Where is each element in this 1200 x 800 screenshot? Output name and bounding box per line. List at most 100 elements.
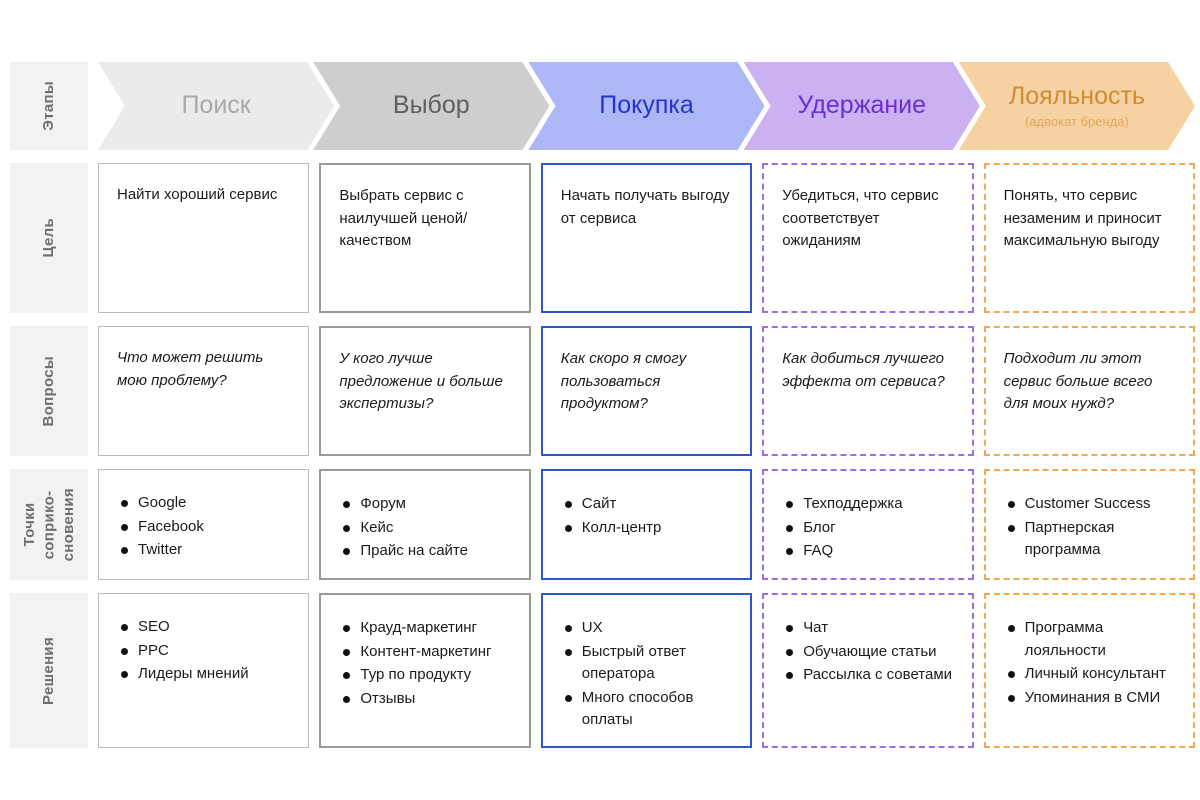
stage-label-retention: Удержание xyxy=(797,91,927,120)
list-item: Партнерская программа xyxy=(1007,517,1177,562)
stage-label-loyalty: Лояльность xyxy=(1008,82,1145,111)
stage-arrow-search: Поиск xyxy=(98,62,334,150)
bullet-icon xyxy=(343,625,351,632)
row-label-questions-text: Вопросы xyxy=(40,355,58,427)
goal-cell-loyalty: Понять, что сервис незаменим и приносит … xyxy=(983,163,1195,313)
bullet-icon xyxy=(343,501,351,508)
list-item-text: Колл-центр xyxy=(581,518,662,536)
list-item: Facebook xyxy=(121,516,292,539)
stage-sublabel-loyalty: (адвокат бренда) xyxy=(1024,113,1129,129)
list-item: Google xyxy=(121,492,292,515)
row-label-touchpoints: Точки соприко- сновения xyxy=(10,469,88,580)
stage-arrow-choice: Выбор xyxy=(313,62,549,150)
list-item-text: Facebook xyxy=(138,517,204,535)
bullet-icon xyxy=(121,647,128,655)
list-item-text: Чат xyxy=(803,619,829,636)
row-label-goal: Цель xyxy=(10,163,88,313)
list-item-text: Twitter xyxy=(138,541,183,558)
list-item-text: Партнерская программа xyxy=(1024,518,1115,559)
list-item-text: Google xyxy=(138,494,187,511)
list-item-text: Быстрый ответ оператора xyxy=(581,642,686,683)
bullet-icon xyxy=(1007,694,1015,702)
stage-label-search: Поиск xyxy=(181,91,251,120)
list-item-text: Отзывы xyxy=(360,689,416,707)
stage-label-choice: Выбор xyxy=(392,91,470,120)
list-item-text: UX xyxy=(581,619,603,636)
list-item-text: Обучающие статьи xyxy=(803,642,937,660)
questions-cell-loyalty: Подходит ли этот сервис больше всего для… xyxy=(983,326,1195,456)
solutions-list-purchase: UX Быстрый ответ оператора Много способо… xyxy=(561,615,734,732)
list-item: Быстрый ответ оператора xyxy=(564,641,734,686)
list-item-text: FAQ xyxy=(803,542,834,559)
bullet-icon xyxy=(121,500,128,507)
bullet-icon xyxy=(343,695,351,703)
list-item-text: Форум xyxy=(360,495,406,512)
solutions-cell-purchase: UX Быстрый ответ оператора Много способо… xyxy=(540,593,753,748)
list-item: Сайт xyxy=(564,493,734,516)
row-label-solutions-text: Решения xyxy=(40,636,58,705)
bullet-icon xyxy=(343,524,351,532)
bullet-icon xyxy=(1007,671,1015,678)
touchpoints-list-retention: Техподдержка Блог FAQ xyxy=(782,491,955,563)
list-item: Контент-маркетинг xyxy=(343,641,512,664)
list-item: Twitter xyxy=(121,539,292,562)
bullet-icon xyxy=(121,523,128,531)
stage-arrow-loyalty: Лояльность (адвокат бренда) xyxy=(959,62,1195,150)
bullet-icon xyxy=(786,524,794,532)
list-item: Кейс xyxy=(343,517,512,540)
list-item: Упоминания в СМИ xyxy=(1007,687,1177,710)
row-label-stages-text: Этапы xyxy=(40,81,58,131)
list-item-text: Customer Success xyxy=(1024,495,1151,512)
stage-label-purchase: Покупка xyxy=(599,91,694,120)
questions-cell-retention: Как добиться лучшего эффекта от сервиса? xyxy=(762,326,974,456)
touchpoints-list-search: Google Facebook Twitter xyxy=(117,490,292,562)
solutions-cell-search: SEO PPC Лидеры мнений xyxy=(98,593,310,748)
list-item-text: Прайс на сайте xyxy=(360,542,468,559)
touchpoints-cell-loyalty: Customer Success Партнерская программа xyxy=(983,469,1195,580)
solutions-list-choice: Крауд-маркетинг Контент-маркетинг Тур по… xyxy=(339,615,512,710)
list-item: Обучающие статьи xyxy=(786,641,955,664)
list-item: Колл-центр xyxy=(564,517,734,540)
bullet-icon xyxy=(121,547,128,554)
list-item-text: Лидеры мнений xyxy=(138,665,249,682)
row-label-touchpoints-text: Точки соприко- сновения xyxy=(20,487,77,562)
list-item: Крауд-маркетинг xyxy=(343,617,512,640)
touchpoints-cell-search: Google Facebook Twitter xyxy=(98,469,310,580)
solutions-list-search: SEO PPC Лидеры мнений xyxy=(117,614,292,686)
bullet-icon xyxy=(786,501,794,508)
bullet-icon xyxy=(343,672,351,679)
list-item-text: Сайт xyxy=(581,495,617,512)
goal-cell-retention: Убедиться, что сервис соответствует ожид… xyxy=(762,163,974,313)
solutions-cell-loyalty: Программа лояльности Личный консультант … xyxy=(983,593,1195,748)
list-item: Customer Success xyxy=(1007,493,1177,516)
list-item-text: Программа лояльности xyxy=(1024,619,1106,659)
list-item-text: Контент-маркетинг xyxy=(360,642,492,660)
list-item-text: Кейс xyxy=(360,518,394,536)
bullet-icon xyxy=(786,548,794,555)
goal-cell-purchase: Начать получать выгоду от сервиса xyxy=(540,163,753,313)
list-item: Отзывы xyxy=(343,688,512,711)
list-item: Техподдержка xyxy=(786,493,955,516)
solutions-cell-choice: Крауд-маркетинг Контент-маркетинг Тур по… xyxy=(319,593,531,748)
questions-cell-purchase: Как скоро я смогу пользоваться продуктом… xyxy=(540,326,753,456)
list-item-text: PPC xyxy=(138,641,169,659)
list-item-text: Упоминания в СМИ xyxy=(1024,688,1161,706)
bullet-icon xyxy=(343,648,351,656)
touchpoints-cell-purchase: Сайт Колл-центр xyxy=(540,469,753,580)
bullet-icon xyxy=(121,624,128,631)
list-item: Форум xyxy=(343,493,512,516)
list-item: UX xyxy=(564,617,734,640)
stage-arrows: Поиск Выбор Покупка Удержание Лояльность… xyxy=(98,62,1195,150)
bullet-icon xyxy=(1007,524,1015,532)
bullet-icon xyxy=(564,648,572,656)
list-item-text: Личный консультант xyxy=(1024,665,1166,682)
bullet-icon xyxy=(786,672,794,679)
list-item: Лидеры мнений xyxy=(121,663,292,686)
row-label-questions: Вопросы xyxy=(10,326,88,456)
list-item: Много способов оплаты xyxy=(564,687,734,732)
bullet-icon xyxy=(1007,501,1015,508)
list-item: Тур по продукту xyxy=(343,664,512,687)
goal-cell-search: Найти хороший сервис xyxy=(98,163,310,313)
touchpoints-list-purchase: Сайт Колл-центр xyxy=(561,491,734,539)
list-item: Рассылка с советами xyxy=(786,664,955,687)
